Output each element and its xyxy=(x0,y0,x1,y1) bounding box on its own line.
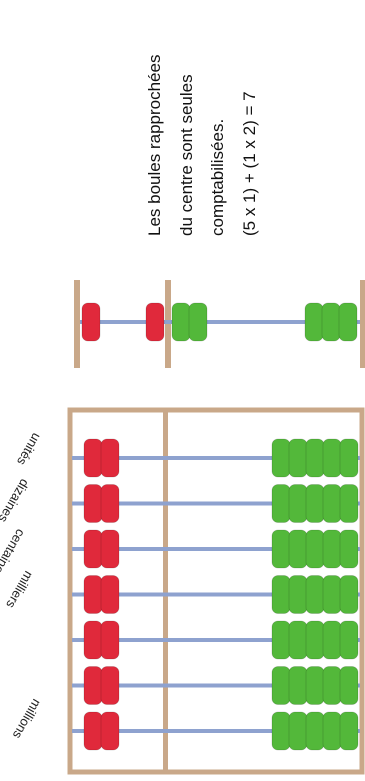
abacus-lower-bead xyxy=(339,620,359,660)
place-value-label: unités xyxy=(14,431,45,469)
abacus-upper-bead xyxy=(100,529,120,569)
abacus-upper-bead xyxy=(100,484,120,523)
example-frame-right xyxy=(360,280,365,368)
abacus-lower-bead xyxy=(271,711,291,751)
abacus-upper-bead xyxy=(83,711,103,751)
abacus-lower-bead xyxy=(305,620,325,660)
abacus-upper-bead xyxy=(83,438,103,478)
abacus-lower-bead xyxy=(271,620,291,660)
example-lower-bead xyxy=(321,302,341,342)
abacus-divider xyxy=(163,410,168,772)
abacus-lower-bead xyxy=(322,666,342,705)
abacus-lower-bead xyxy=(288,575,308,614)
example-lower-bead xyxy=(171,302,191,342)
caption-line: du centre sont seules xyxy=(177,74,196,236)
example-upper-bead xyxy=(81,302,101,342)
abacus-rod xyxy=(72,638,360,642)
abacus-lower-bead xyxy=(305,529,325,569)
abacus-rod xyxy=(72,547,360,551)
abacus-lower-bead xyxy=(305,484,325,523)
abacus-lower-bead xyxy=(305,666,325,705)
abacus-lower-bead xyxy=(288,529,308,569)
abacus-upper-bead xyxy=(100,666,120,705)
example-lower-bead xyxy=(188,302,208,342)
caption: Les boules rapprochées du centre sont seu… xyxy=(145,55,259,236)
abacus-lower-bead xyxy=(339,484,359,523)
abacus-lower-bead xyxy=(288,666,308,705)
abacus-lower-bead xyxy=(339,666,359,705)
abacus-upper-bead xyxy=(83,666,103,705)
place-value-label: dizaines xyxy=(0,477,32,526)
caption-line: (5 x 1) + (1 x 2) = 7 xyxy=(240,91,259,236)
abacus-upper-bead xyxy=(100,575,120,614)
example-frame-left xyxy=(74,280,80,368)
example-lower-bead xyxy=(304,302,324,342)
abacus-upper-bead xyxy=(83,620,103,660)
abacus-rod xyxy=(72,456,360,460)
abacus-lower-bead xyxy=(322,484,342,523)
abacus-lower-bead xyxy=(322,711,342,751)
abacus-lower-bead xyxy=(322,438,342,478)
abacus-lower-bead xyxy=(271,575,291,614)
abacus-lower-bead xyxy=(305,575,325,614)
example-rod-wire xyxy=(80,320,360,324)
abacus-upper-bead xyxy=(83,484,103,523)
abacus-upper-bead xyxy=(83,575,103,614)
abacus-lower-bead xyxy=(271,666,291,705)
abacus-lower-bead xyxy=(288,484,308,523)
abacus-lower-bead xyxy=(339,529,359,569)
abacus-upper-bead xyxy=(100,438,120,478)
abacus-rod xyxy=(72,592,360,597)
abacus-lower-bead xyxy=(288,620,308,660)
abacus-lower-bead xyxy=(322,620,342,660)
abacus-lower-bead xyxy=(322,529,342,569)
abacus-lower-bead xyxy=(271,529,291,569)
abacus-lower-bead xyxy=(339,575,359,614)
abacus-rod xyxy=(72,683,360,688)
abacus-lower-bead xyxy=(305,438,325,478)
example-lower-bead xyxy=(338,302,358,342)
abacus-upper-bead xyxy=(100,620,120,660)
abacus-rod xyxy=(72,729,360,733)
abacus xyxy=(67,407,365,775)
abacus-lower-bead xyxy=(288,711,308,751)
abacus-upper-bead xyxy=(100,711,120,751)
abacus-rod xyxy=(72,501,360,506)
abacus-lower-bead xyxy=(271,438,291,478)
example-upper-bead xyxy=(145,302,165,342)
abacus-lower-bead xyxy=(322,575,342,614)
abacus-lower-bead xyxy=(288,438,308,478)
place-value-label: milliers xyxy=(3,569,36,612)
abacus-lower-bead xyxy=(339,438,359,478)
abacus-upper-bead xyxy=(83,529,103,569)
abacus-lower-bead xyxy=(339,711,359,751)
caption-line: Les boules rapprochées xyxy=(145,55,164,236)
caption-line: comptabilisées. xyxy=(208,119,227,236)
place-value-label: millions xyxy=(9,697,44,742)
abacus-frame xyxy=(67,407,365,775)
abacus-lower-bead xyxy=(305,711,325,751)
abacus-lower-bead xyxy=(271,484,291,523)
example-rod xyxy=(74,280,365,368)
